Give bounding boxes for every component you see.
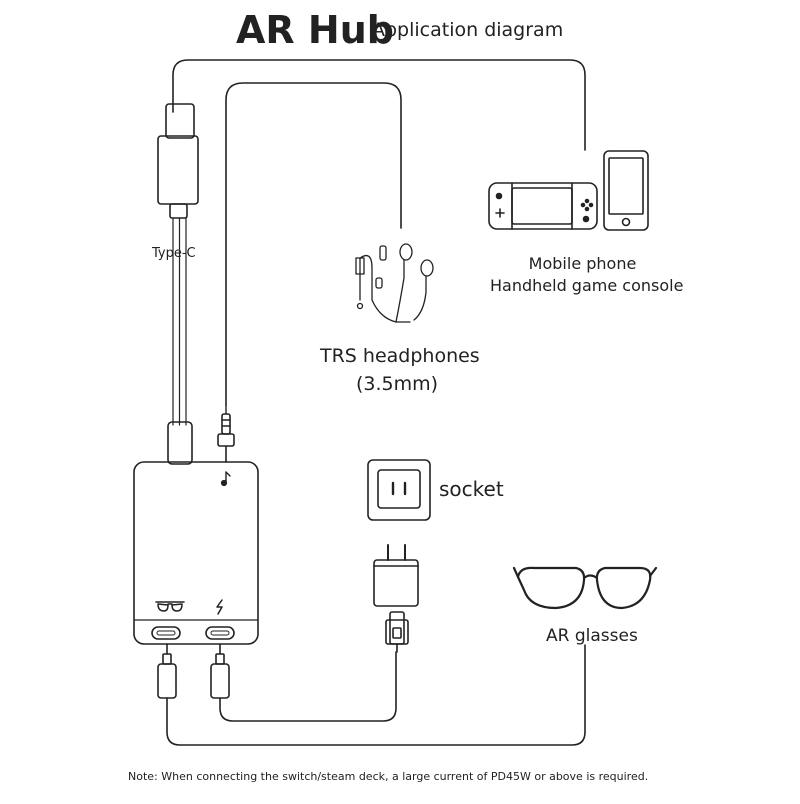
typec-cable-lower <box>172 217 187 426</box>
footnote: Note: When connecting the switch/steam d… <box>128 770 649 783</box>
lightning-icon <box>216 599 223 615</box>
page-title: AR Hub <box>236 8 394 52</box>
devices-label: Mobile phone Handheld game console <box>490 253 684 297</box>
mobile-phone-icon <box>603 150 649 231</box>
trs-size-label: (3.5mm) <box>356 373 439 395</box>
charger-icon <box>373 544 419 653</box>
typec-plug <box>157 103 199 219</box>
mobile-phone-label: Mobile phone <box>528 254 637 273</box>
music-note-icon <box>220 471 231 487</box>
socket-label: socket <box>439 477 504 501</box>
socket-icon <box>367 459 431 521</box>
page-subtitle: Application diagram <box>372 19 564 41</box>
ar-glasses-label: AR glasses <box>546 626 638 646</box>
hub-glasses-port <box>151 626 181 640</box>
trs-audio-cable <box>225 82 402 406</box>
ar-hub-device <box>133 421 259 645</box>
hub-power-port <box>205 626 235 640</box>
handheld-console-label: Handheld game console <box>490 276 684 295</box>
power-cable <box>219 651 397 722</box>
glasses-icon <box>155 601 185 612</box>
headphones-icon <box>355 243 434 323</box>
ar-glasses-cable <box>166 644 586 746</box>
handheld-console-icon <box>488 182 598 230</box>
typec-plug-glasses <box>157 643 177 699</box>
typec-host-cable <box>172 59 586 151</box>
ar-glasses-icon <box>512 566 658 610</box>
typec-label: Type-C <box>152 246 196 261</box>
trs-plug <box>217 404 235 463</box>
typec-plug-power <box>210 643 230 699</box>
trs-headphones-label: TRS headphones <box>320 345 480 367</box>
